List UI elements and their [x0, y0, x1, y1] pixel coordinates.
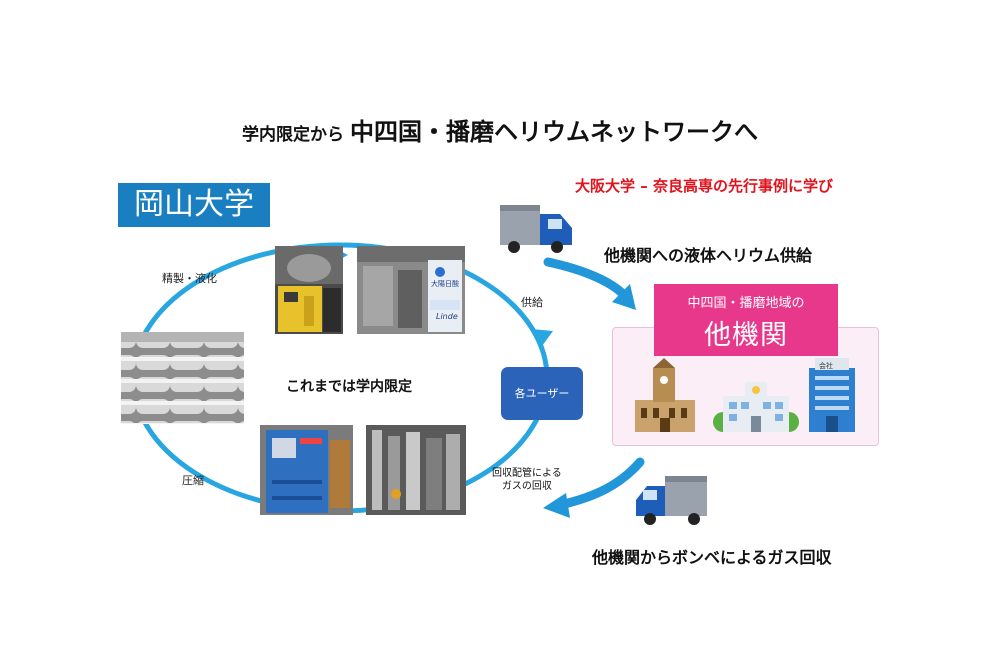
- truck-icon-supply: [500, 205, 572, 253]
- company-building-icon: [809, 358, 855, 432]
- university-building-icon: [635, 358, 695, 432]
- label-collection: 回収配管による ガスの回収: [492, 467, 562, 493]
- photo-pipes: [121, 332, 244, 424]
- title-main: 中四国・播磨ヘリウムネットワークへ: [350, 118, 758, 146]
- reference-note: 大阪大学 – 奈良高専の先行事例に学び: [575, 177, 833, 195]
- company-sign: 会社: [819, 362, 833, 370]
- users-box: 各ユーザー: [501, 367, 583, 420]
- supply-text: 他機関への液体ヘリウム供給: [604, 246, 813, 265]
- cycle-arrow-right: [531, 329, 553, 346]
- label-supply: 供給: [521, 296, 543, 309]
- supply-arrow: [543, 257, 630, 301]
- page-title: 学内限定から中四国・播磨ヘリウムネットワークへ: [0, 112, 1000, 147]
- cycle-center-label: これまでは学内限定: [286, 379, 412, 395]
- institutions-label: 他機関: [704, 320, 788, 351]
- school-building-icon: [713, 382, 799, 432]
- return-arrowhead: [543, 493, 570, 518]
- label-compress: 圧縮: [182, 474, 204, 487]
- return-arrow: [555, 457, 645, 510]
- region-label: 中四国・播磨地域の: [687, 296, 805, 311]
- title-prefix: 学内限定から: [242, 125, 344, 145]
- label-refine-liquefy: 精製・液化: [162, 272, 217, 285]
- label-collection-line1: 回収配管による: [492, 468, 562, 479]
- photo-compressor: [260, 425, 353, 515]
- photo-liquefier: [357, 246, 465, 334]
- photo-recovery-room: [366, 425, 466, 515]
- return-text: 他機関からボンベによるガス回収: [592, 548, 832, 567]
- tank-brand: 大陽日酸: [431, 280, 459, 288]
- institutions-illustration: [635, 358, 855, 432]
- supply-arrowhead: [612, 284, 636, 310]
- truck-icon-return: [636, 476, 707, 525]
- tank-logo: Linde: [436, 312, 458, 321]
- label-collection-line2: ガスの回収: [501, 481, 552, 492]
- university-label: 岡山大学: [118, 183, 270, 227]
- photo-refining: [275, 246, 343, 334]
- institutions-header: 中四国・播磨地域の 他機関: [654, 284, 838, 356]
